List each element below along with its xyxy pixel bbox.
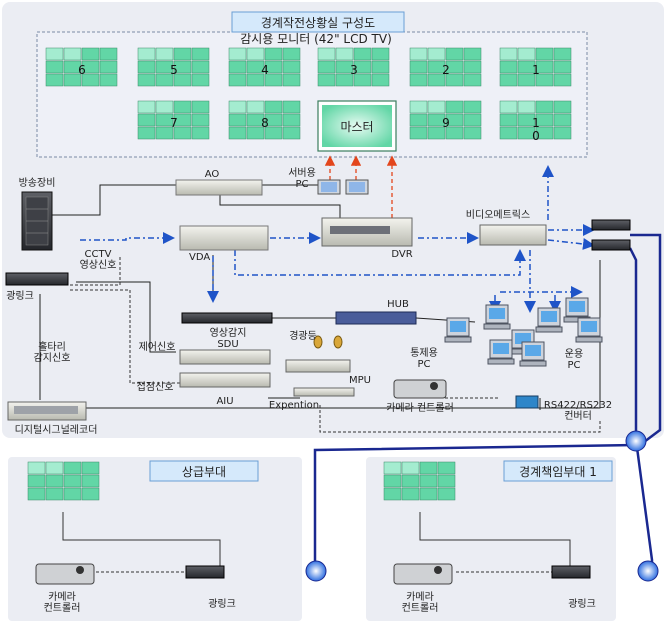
expention-label: Expention — [269, 400, 319, 411]
panel-right-title: 경계책임부대 1 — [519, 464, 597, 479]
control-signal-label: 제어신호 — [139, 341, 176, 353]
hub-device — [335, 311, 417, 325]
panel-right-cables — [419, 512, 571, 573]
operator-pc-4 — [535, 307, 563, 333]
operator-pc-6 — [575, 317, 603, 343]
monitor-wall-5-number: 2 — [442, 63, 450, 77]
panel-right-monitor-wall — [383, 461, 456, 501]
server-pc — [317, 179, 369, 195]
aiu-device-1 — [179, 349, 271, 365]
optical-link-right-1 — [591, 219, 631, 231]
broadcast-rack — [21, 191, 53, 251]
operator-pc-1 — [444, 317, 472, 343]
top-title: 경계작전상황실 구성도 — [261, 16, 375, 30]
panel-left-monitor-wall — [27, 461, 100, 501]
monitor-wall-3-number: 4 — [261, 63, 269, 77]
aiu-device-2 — [179, 372, 271, 388]
monitor-wall-8-number: 8 — [261, 116, 269, 130]
top-title-box — [231, 11, 405, 33]
monitor-wall-7-number: 7 — [170, 116, 178, 130]
optical-link-left-label: 광링크 — [208, 598, 236, 610]
camera-controller-left — [35, 563, 95, 585]
camera-controller-right — [393, 563, 453, 585]
monitor-wall-6-number: 1 — [532, 63, 540, 77]
panel-left-title: 상급부대 — [182, 465, 226, 479]
operator-pc-2 — [483, 304, 511, 330]
optical-link-right — [551, 565, 591, 579]
monitor-wall-4 — [317, 47, 390, 87]
monitor-wall-9 — [409, 100, 482, 140]
camera-controller-main — [393, 379, 447, 399]
monitor-wall-3 — [228, 47, 301, 87]
monitor-feeds — [324, 155, 398, 218]
digital-signal-recorder — [7, 401, 87, 421]
master-label: 마스터 — [340, 120, 373, 134]
sdu-device — [181, 312, 273, 324]
camera-controller-main-label: 카메라 컨트롤러 — [386, 402, 454, 414]
mpu-label: MPU — [349, 375, 371, 386]
master-monitor: 마스터 — [317, 100, 397, 152]
optical-link-right-label: 광링크 — [568, 598, 596, 610]
monitor-wall-6 — [499, 47, 572, 87]
converter-device — [515, 395, 539, 409]
monitor-wall-7 — [137, 100, 210, 140]
monitor-wall-1-number: 6 — [78, 63, 86, 77]
aiu-label: AIU — [216, 396, 233, 407]
monitor-wall-4-number: 3 — [350, 63, 358, 77]
expention-device — [293, 387, 355, 397]
operator-pc-5 — [563, 297, 591, 323]
monitor-wall-2-number: 5 — [170, 63, 178, 77]
optical-link-right-2 — [591, 239, 631, 251]
monitor-wall-2 — [137, 47, 210, 87]
vda-label: VDA — [189, 252, 210, 263]
operator-pcs — [444, 297, 603, 367]
monitor-wall-10 — [499, 100, 572, 140]
monitor-wall-9-number: 9 — [442, 116, 450, 130]
fiber-coil-icon — [305, 430, 659, 582]
video-matrix-label: 비디오메트릭스 — [466, 209, 530, 221]
panel-left-cables — [62, 512, 221, 573]
video-signals — [80, 165, 595, 313]
digital-signal-recorder-label: 디지털시그널레코더 — [15, 424, 98, 436]
panel-right-title-box — [503, 460, 613, 482]
broadcast-label: 방송장비 — [19, 177, 56, 189]
panel-left-title-box — [149, 460, 259, 482]
alarm-light-label: 경광등 — [289, 329, 317, 342]
bottom-monitor-walls — [27, 461, 456, 501]
dvr-label: DVR — [391, 249, 412, 260]
optical-link-main-label: 광링크 — [6, 290, 34, 302]
mpu-device — [285, 359, 351, 373]
ao-device — [175, 179, 263, 196]
ao-label: AO — [205, 169, 220, 180]
operator-pc-8 — [519, 341, 547, 367]
monitor-wall-1 — [45, 47, 118, 87]
monitor-wall-5 — [409, 47, 482, 87]
hub-label: HUB — [387, 299, 409, 310]
optical-link-left — [185, 565, 225, 579]
monitor-wall-8 — [228, 100, 301, 140]
optical-link-main — [5, 272, 69, 286]
monitor-title: 감시용 모니터 (42" LCD TV) — [240, 32, 392, 46]
video-matrix-device — [479, 224, 547, 246]
vda-device — [179, 225, 269, 251]
operator-pc-7 — [487, 339, 515, 365]
contact-signal-label: 접점신호 — [137, 381, 174, 393]
dvr-device — [321, 217, 413, 247]
monitor-area — [36, 31, 588, 158]
alarm-light-icon — [313, 335, 343, 349]
